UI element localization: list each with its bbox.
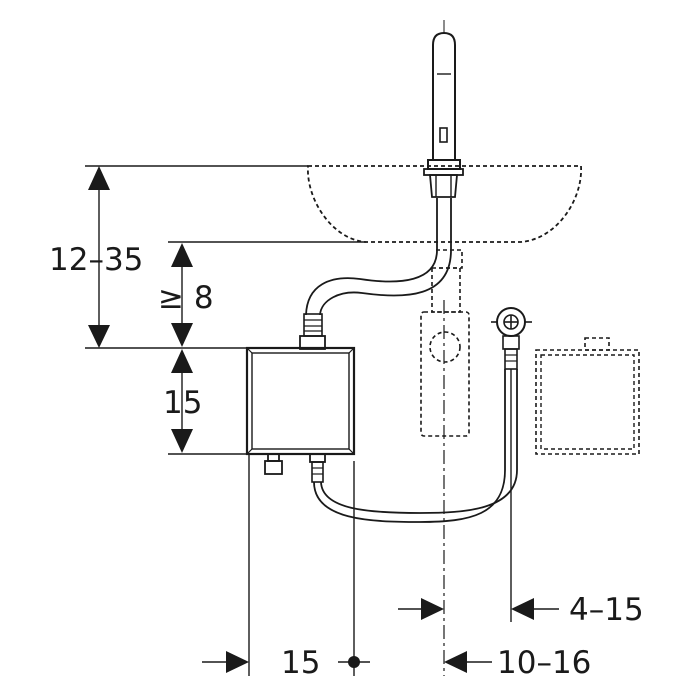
dim-label-basin-height: 12–35: [49, 242, 143, 278]
alternative-box-vertical: [420, 249, 470, 437]
valve-hose: [313, 369, 518, 523]
basin-nut: [423, 168, 464, 198]
angle-valve: [491, 307, 532, 370]
dim-label-box-height: 15: [163, 385, 202, 421]
dim-label-clearance: ≥ 8: [158, 280, 214, 316]
alternative-box-side: [535, 337, 640, 455]
horizontal-dimensions: [202, 369, 559, 676]
vertical-dimensions: [85, 165, 366, 455]
dim-label-tap-offset: 10–16: [497, 645, 591, 681]
dim-label-box-width: 15: [281, 645, 320, 681]
supply-hose: [299, 198, 452, 350]
sensor-window-icon: [439, 127, 448, 143]
control-box: [245, 346, 356, 483]
dim-label-valve-offset: 4–15: [569, 592, 644, 628]
basin-outline: [307, 165, 582, 243]
faucet: [427, 20, 461, 170]
